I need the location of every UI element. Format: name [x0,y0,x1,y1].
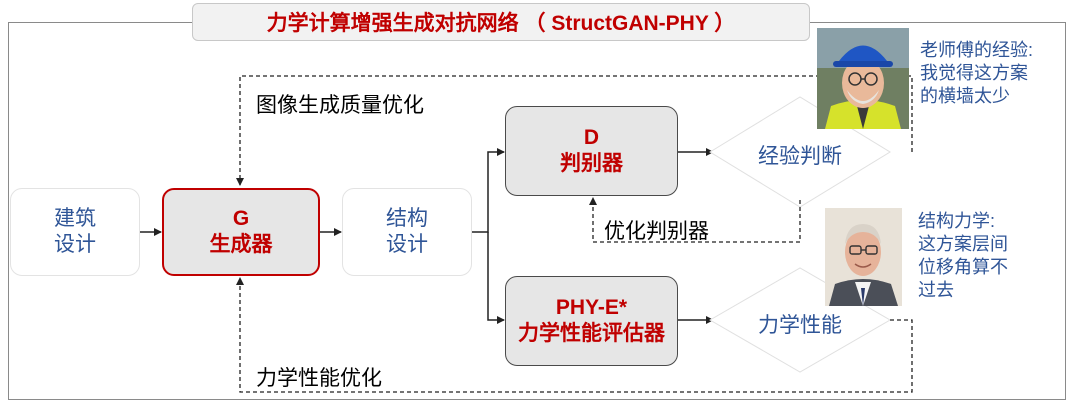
phy-evaluator-box: PHY-E* 力学性能评估器 [505,276,678,366]
phy-evaluator-symbol: PHY-E* [556,295,627,321]
professor-portrait-icon [825,208,902,306]
structural-mechanics-comment: 结构力学: 这方案层间 位移角算不 过去 [918,210,1008,302]
teacher-experience-comment: 老师傅的经验: 我觉得这方案 的横墙太少 [920,39,1033,108]
mechanics-comment-line4: 过去 [918,279,1008,302]
mechanical-performance-optimization-label: 力学性能优化 [256,362,382,392]
structural-design-box: 结构 设计 [342,188,472,276]
experienced-engineer-photo [817,28,909,129]
arrow-structure-branch [472,152,504,232]
arrow-structure-to-phy [488,232,504,320]
discriminator-label: 判别器 [560,151,623,177]
mechanics-comment-line2: 这方案层间 [918,233,1008,256]
teacher-comment-line1: 老师傅的经验: [920,39,1033,62]
architecture-design-box: 建筑 设计 [10,188,140,276]
mechanics-expert-photo [825,208,902,306]
architecture-design-line2: 设计 [54,232,96,258]
structural-design-line1: 结构 [386,206,428,232]
structural-design-line2: 设计 [386,232,428,258]
teacher-comment-line2: 我觉得这方案 [920,62,1033,85]
generator-label: 生成器 [210,232,273,258]
empirical-judgment-label: 经验判断 [740,140,860,170]
discriminator-symbol: D [584,125,599,151]
architecture-design-line1: 建筑 [54,206,96,232]
mechanics-comment-line1: 结构力学: [918,210,1008,233]
engineer-portrait-icon [817,28,909,129]
phy-evaluator-label: 力学性能评估器 [518,321,665,347]
generator-symbol: G [233,206,249,232]
mechanical-performance-label: 力学性能 [740,309,860,339]
optimize-discriminator-label: 优化判别器 [604,215,709,245]
image-quality-optimization-label: 图像生成质量优化 [256,89,424,119]
generator-box: G 生成器 [162,188,320,276]
discriminator-box: D 判别器 [505,106,678,196]
mechanics-comment-line3: 位移角算不 [918,256,1008,279]
teacher-comment-line3: 的横墙太少 [920,85,1033,108]
